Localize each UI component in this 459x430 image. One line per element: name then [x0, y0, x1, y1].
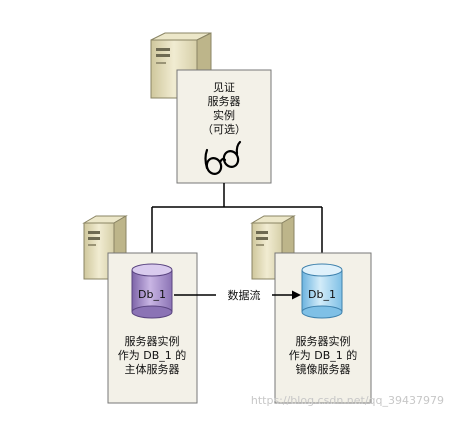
principal-db-label: Db_1: [138, 288, 166, 301]
mirror-caption-line-2: 作为 DB_1 的: [289, 348, 358, 362]
principal-caption-line-1: 服务器实例: [125, 334, 180, 348]
principal-caption-line-3: 主体服务器: [125, 362, 180, 376]
principal-caption-line-2: 作为 DB_1 的: [118, 348, 187, 362]
witness-label-line-2: 服务器: [208, 95, 241, 108]
mirror-db-label: Db_1: [308, 288, 336, 301]
data-flow-arrow-icon: [174, 290, 301, 300]
mirror-caption-line-3: 镜像服务器: [296, 362, 351, 376]
witness-label-line-4: （可选）: [202, 123, 246, 136]
witness-box: [176, 69, 272, 184]
mirror-caption-line-1: 服务器实例: [296, 334, 351, 348]
data-flow-label: 数据流: [228, 288, 261, 302]
witness-label-line-1: 见证: [213, 81, 235, 94]
watermark: https://blog.csdn.net/qq_39437979: [251, 394, 444, 407]
principal-database-icon: [131, 263, 173, 319]
connector-lines: [151, 183, 323, 264]
mirror-database-icon: [301, 263, 343, 319]
principal-server-icon: [82, 215, 128, 280]
glasses-icon: [204, 140, 242, 175]
witness-label-line-3: 实例: [213, 108, 235, 122]
